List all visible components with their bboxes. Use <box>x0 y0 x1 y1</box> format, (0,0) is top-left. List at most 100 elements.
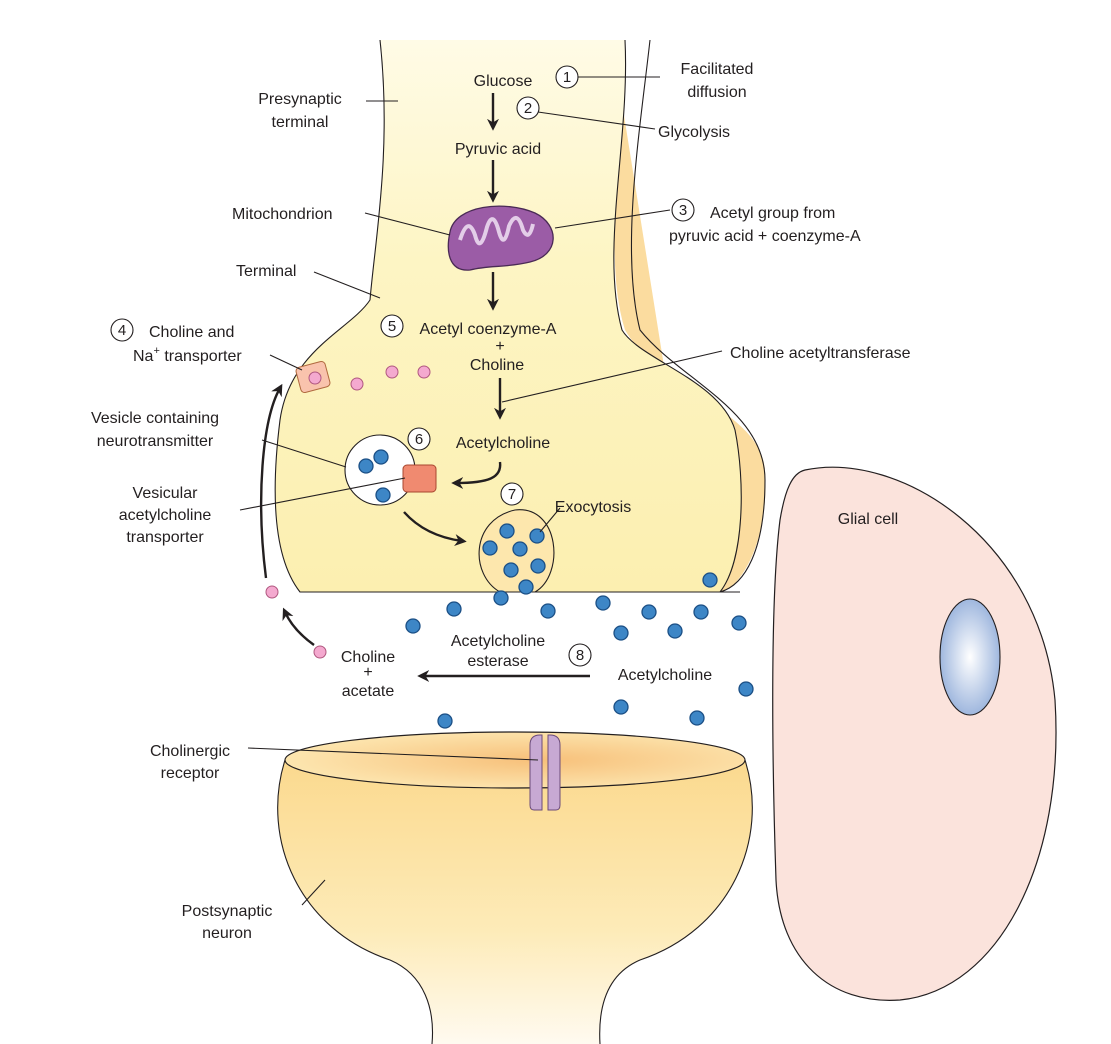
label-mitochondrion: Mitochondrion <box>232 206 333 223</box>
label-acetyl-group: Acetyl group from <box>710 205 835 222</box>
cholinergic-receptor-icon <box>529 734 561 811</box>
na-text: Na <box>133 348 154 365</box>
label-cholinergic-receptor: Cholinergic <box>150 743 230 760</box>
shape <box>277 760 753 1044</box>
label-glucose: Glucose <box>474 73 533 90</box>
step-circle <box>671 198 695 222</box>
acetylcholine-molecule <box>503 562 519 578</box>
acetylcholine-molecule <box>667 623 683 639</box>
step-circle <box>555 65 579 89</box>
choline-molecules <box>265 365 431 659</box>
label-vesicular: Vesicular <box>133 485 199 502</box>
leader-line <box>537 111 656 130</box>
label-terminal: Terminal <box>236 263 296 280</box>
leader-line <box>313 271 381 299</box>
leader-line <box>554 209 671 229</box>
label-presynaptic: Presynaptic <box>258 91 342 108</box>
glial-cell <box>772 466 1057 1001</box>
na-superscript: + <box>153 345 159 357</box>
label-vesicular-2: acetylcholine <box>119 507 212 524</box>
acetylcholine-molecule <box>641 604 657 620</box>
shape <box>772 466 1057 1001</box>
shape <box>529 734 543 811</box>
acetylcholine-molecules <box>405 523 754 729</box>
label-facilitated-diffusion: Facilitated <box>681 61 754 78</box>
acetylcholine-molecule <box>482 540 498 556</box>
acetylcholine-molecule <box>446 601 462 617</box>
leader-line <box>269 354 303 371</box>
step-circle <box>500 482 524 506</box>
choline-molecule <box>385 365 399 379</box>
label-ach-esterase-2: esterase <box>467 653 528 670</box>
label-facilitated-diffusion-2: diffusion <box>687 84 746 101</box>
arrow <box>260 383 283 579</box>
label-acetylcholine-cleft: Acetylcholine <box>618 667 712 684</box>
leader-line <box>630 39 766 593</box>
step-circle <box>407 427 431 451</box>
label-glycolysis: Glycolysis <box>658 124 730 141</box>
leader-line <box>501 350 723 403</box>
leader-line <box>277 759 753 1044</box>
step-circle <box>516 96 540 120</box>
acetylcholine-molecule <box>512 541 528 557</box>
leader-line <box>261 439 347 468</box>
shape <box>547 734 561 811</box>
arrow <box>403 511 467 546</box>
label-choline-acetate-plus: + <box>363 664 372 681</box>
label-ach-esterase: Acetylcholine <box>451 633 545 650</box>
arrow <box>451 461 502 489</box>
acetylcholine-molecule <box>493 590 509 606</box>
step-circle <box>568 643 592 667</box>
label-acetyl-coa: Acetyl coenzyme-A <box>420 321 557 338</box>
label-choline: Choline <box>470 357 524 374</box>
leader-line <box>301 879 326 906</box>
label-choline-acetate-2: acetate <box>342 683 395 700</box>
acetylcholine-molecule <box>437 713 453 729</box>
label-choline-and: Choline and <box>149 324 234 341</box>
choline-molecule <box>265 585 279 599</box>
acetylcholine-molecule <box>693 604 709 620</box>
step-markers: 1 2 3 4 5 6 7 8 <box>110 65 695 667</box>
acetylcholine-molecule <box>613 625 629 641</box>
step-8: 8 <box>576 647 584 664</box>
label-choline-acetate: Choline <box>341 649 395 666</box>
leader-line <box>247 747 539 761</box>
acetylcholine-molecule <box>530 558 546 574</box>
shape <box>284 731 746 789</box>
step-4: 4 <box>118 322 126 339</box>
acetylcholine-molecule <box>499 523 515 539</box>
step-1: 1 <box>563 69 571 86</box>
leader-line <box>613 39 742 593</box>
label-vesicular-3: transporter <box>126 529 204 546</box>
acetylcholine-molecule <box>358 458 374 474</box>
label-postsynaptic: Postsynaptic <box>182 903 273 920</box>
step-circle <box>380 314 404 338</box>
transporter-text: transporter <box>160 348 242 365</box>
leader-line <box>539 507 561 533</box>
postsynaptic-neuron <box>277 731 753 1044</box>
labels: Presynaptic terminal Glucose Facilitated… <box>91 61 911 942</box>
choline-molecule <box>417 365 431 379</box>
label-exocytosis: Exocytosis <box>555 499 631 516</box>
label-choline-acetyltransferase: Choline acetyltransferase <box>730 345 911 362</box>
shape <box>458 216 535 246</box>
label-postsynaptic-2: neuron <box>202 925 252 942</box>
label-na-transporter: Na+ transporter <box>133 345 242 365</box>
step-6: 6 <box>415 431 423 448</box>
acetylcholine-molecule <box>405 618 421 634</box>
label-plus: + <box>495 338 504 355</box>
step-circle <box>110 318 134 342</box>
shape <box>275 40 742 592</box>
choline-molecule <box>308 371 322 385</box>
arrow <box>282 607 315 646</box>
acetylcholine-molecule <box>702 572 718 588</box>
leader-line <box>274 39 740 593</box>
label-cholinergic-receptor-2: receptor <box>161 765 220 782</box>
acetylcholine-molecule <box>518 579 534 595</box>
label-acetyl-group-2: pyruvic acid + coenzyme-A <box>669 228 861 245</box>
choline-molecule <box>350 377 364 391</box>
label-presynaptic-2: terminal <box>272 114 329 131</box>
acetylcholine-molecule <box>738 681 754 697</box>
step-7: 7 <box>508 486 516 503</box>
acetylcholine-molecule <box>613 699 629 715</box>
